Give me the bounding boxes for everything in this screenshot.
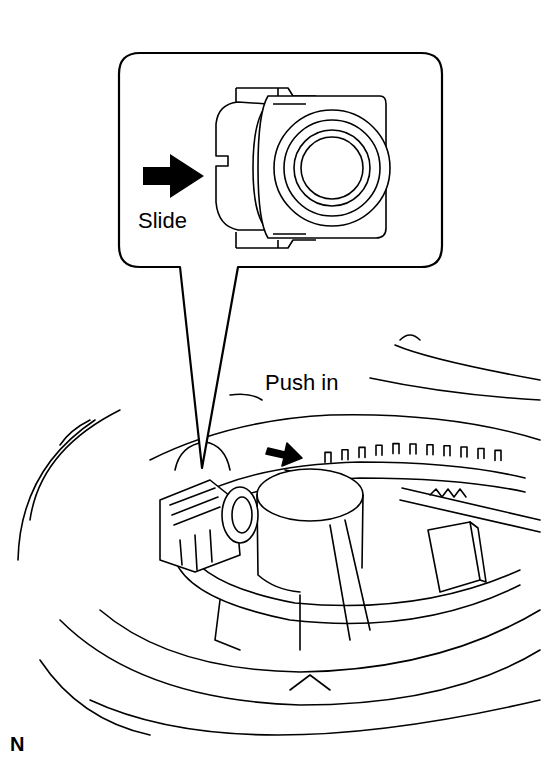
pump-outlet (222, 487, 258, 543)
ring-tooth (393, 444, 399, 454)
pump-cylinder-top (257, 469, 363, 521)
body-curve (370, 378, 540, 400)
ring-tooth (461, 447, 467, 457)
body-curve (30, 410, 120, 520)
ring-tooth (342, 450, 348, 460)
body-curve (60, 420, 90, 445)
connector-block (428, 522, 480, 592)
ring-tooth (444, 446, 450, 456)
push-arrow (266, 443, 302, 466)
ring-tooth (376, 445, 382, 455)
body-curve (400, 335, 420, 340)
ring-tooth (359, 447, 365, 457)
connector-ribs (180, 530, 212, 570)
connector-block (470, 522, 486, 582)
ring-tooth (427, 445, 433, 455)
ring-tooth (410, 444, 416, 454)
pump-bracket (300, 520, 370, 650)
hose-clamp (430, 489, 466, 497)
ring-tooth (478, 449, 484, 459)
callout-outline (118, 52, 443, 268)
flange-inner (100, 610, 540, 672)
ring-tooth (325, 452, 331, 462)
ring-tooth (495, 450, 501, 460)
pump-cylinder (362, 495, 363, 568)
pump-bracket (215, 600, 240, 650)
body-curve (230, 394, 262, 400)
instruction-text: Slide (138, 210, 187, 232)
body-curve (18, 420, 95, 560)
connector-ribs (170, 488, 220, 525)
ring-teeth (325, 444, 501, 463)
view-mark: N (8, 734, 26, 754)
pump-cylinder (257, 495, 300, 592)
float-arm (290, 675, 330, 690)
callout-bubble: Slide (118, 52, 443, 268)
body-curve (395, 345, 540, 380)
instruction-label: Push in (263, 372, 340, 394)
pump-outlet (232, 497, 252, 533)
